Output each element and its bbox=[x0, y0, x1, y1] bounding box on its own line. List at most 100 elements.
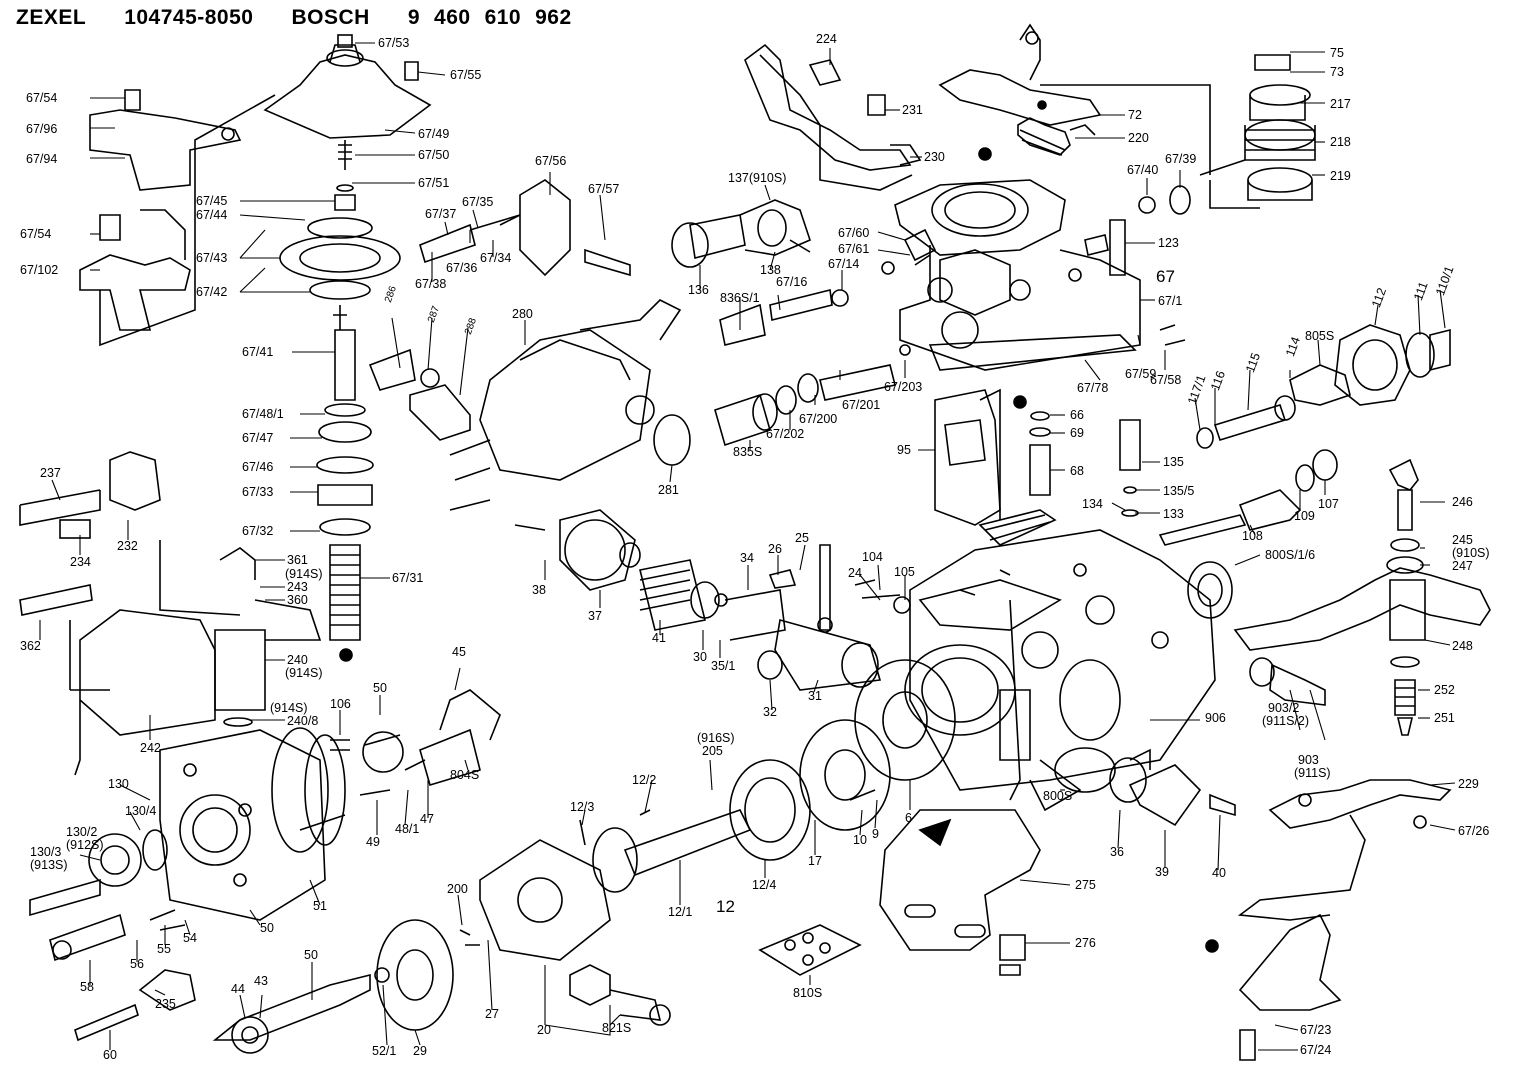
label-50-bottom: 50 bbox=[304, 948, 318, 962]
control-lever-group bbox=[368, 179, 691, 511]
label-914s-c: (914S) bbox=[270, 701, 308, 715]
label-56: 56 bbox=[130, 957, 144, 971]
label-800s: 800S bbox=[1043, 789, 1073, 803]
label-67-51: 67/51 bbox=[418, 176, 450, 190]
label-67-50: 67/50 bbox=[418, 148, 450, 162]
label-12-4: 12/4 bbox=[752, 878, 777, 892]
label-67-31: 67/31 bbox=[392, 571, 424, 585]
label-804s: 804S bbox=[450, 768, 480, 782]
label-12: 12 bbox=[716, 897, 735, 916]
label-805s: 805S bbox=[1305, 329, 1335, 343]
label-60: 60 bbox=[103, 1048, 117, 1062]
label-245: 245 bbox=[1452, 533, 1473, 547]
label-67-34: 67/34 bbox=[480, 251, 512, 265]
label-67-202: 67/202 bbox=[766, 427, 805, 441]
label-31: 31 bbox=[808, 689, 822, 703]
label-45: 45 bbox=[452, 645, 466, 659]
label-10: 10 bbox=[853, 833, 867, 847]
bosch-number-part2: 460 bbox=[434, 6, 471, 29]
label-68: 68 bbox=[1070, 464, 1084, 478]
label-246: 246 bbox=[1452, 495, 1473, 509]
label-67-96: 67/96 bbox=[26, 122, 58, 136]
label-914s-b: (914S) bbox=[285, 666, 323, 680]
pump-body-group bbox=[758, 388, 1491, 1061]
label-38: 38 bbox=[532, 583, 546, 597]
label-133: 133 bbox=[1163, 507, 1184, 521]
label-17: 17 bbox=[808, 854, 822, 868]
label-109: 109 bbox=[1294, 509, 1315, 523]
drive-shaft-group bbox=[212, 509, 956, 1054]
label-137-910s: 137(910S) bbox=[728, 171, 787, 185]
label-67-39: 67/39 bbox=[1165, 152, 1197, 166]
label-240-8: 240/8 bbox=[287, 714, 319, 728]
label-916s: (916S) bbox=[697, 731, 735, 745]
label-138: 138 bbox=[760, 263, 781, 277]
label-40: 40 bbox=[1212, 866, 1226, 880]
label-252: 252 bbox=[1434, 683, 1455, 697]
label-67-35: 67/35 bbox=[462, 195, 494, 209]
label-67-26: 67/26 bbox=[1458, 824, 1490, 838]
pump-head-group bbox=[894, 23, 1316, 371]
label-220: 220 bbox=[1128, 131, 1149, 145]
label-67-54-top: 67/54 bbox=[26, 91, 58, 105]
label-67-37: 67/37 bbox=[425, 207, 457, 221]
leader-lines bbox=[39, 42, 1456, 1051]
label-836s-1: 836S/1 bbox=[720, 291, 760, 305]
label-49: 49 bbox=[366, 835, 380, 849]
label-67-33: 67/33 bbox=[242, 485, 274, 499]
label-104: 104 bbox=[862, 550, 883, 564]
label-25: 25 bbox=[795, 531, 809, 545]
label-50-mid: 50 bbox=[260, 921, 274, 935]
label-218: 218 bbox=[1330, 135, 1351, 149]
label-67-24: 67/24 bbox=[1300, 1043, 1332, 1057]
label-66: 66 bbox=[1070, 408, 1084, 422]
label-281: 281 bbox=[658, 483, 679, 497]
label-58: 58 bbox=[80, 980, 94, 994]
label-39: 39 bbox=[1155, 865, 1169, 879]
label-30: 30 bbox=[693, 650, 707, 664]
label-361: 361 bbox=[287, 553, 308, 567]
label-911s-2: (911S/2) bbox=[1262, 714, 1310, 728]
label-50-top: 50 bbox=[373, 681, 387, 695]
label-67-58: 67/58 bbox=[1150, 373, 1182, 387]
label-6: 6 bbox=[905, 811, 912, 825]
label-130-4: 130/4 bbox=[125, 804, 157, 818]
bosch-number-part3: 610 bbox=[484, 6, 522, 29]
label-67-54-mid: 67/54 bbox=[20, 227, 52, 241]
label-903-2: 903/2 bbox=[1268, 701, 1300, 715]
label-24: 24 bbox=[848, 566, 862, 580]
label-800s-1-6: 800S/1/6 bbox=[1265, 548, 1316, 562]
label-912s: (912S) bbox=[66, 838, 104, 852]
label-67-203: 67/203 bbox=[884, 380, 923, 394]
label-240: 240 bbox=[287, 653, 308, 667]
label-911s: (911S) bbox=[1294, 766, 1331, 780]
label-106: 106 bbox=[330, 697, 351, 711]
label-913s: (913S) bbox=[30, 858, 68, 872]
label-12-2: 12/2 bbox=[632, 773, 657, 787]
label-247: 247 bbox=[1452, 559, 1473, 573]
label-9: 9 bbox=[872, 827, 879, 841]
label-47: 47 bbox=[420, 812, 434, 826]
brand-bosch: BOSCH bbox=[291, 6, 370, 29]
label-55: 55 bbox=[157, 942, 171, 956]
label-29: 29 bbox=[413, 1044, 427, 1058]
label-67-43: 67/43 bbox=[196, 251, 228, 265]
label-362: 362 bbox=[20, 639, 41, 653]
label-67: 67 bbox=[1156, 267, 1175, 286]
label-135: 135 bbox=[1163, 455, 1184, 469]
label-67-38: 67/38 bbox=[415, 277, 447, 291]
label-134: 134 bbox=[1082, 497, 1103, 511]
label-821s: 821S bbox=[602, 1021, 632, 1035]
label-224: 224 bbox=[816, 32, 837, 46]
label-130: 130 bbox=[108, 777, 129, 791]
label-27: 27 bbox=[485, 1007, 499, 1021]
label-67-1: 67/1 bbox=[1158, 294, 1183, 308]
label-360: 360 bbox=[287, 593, 308, 607]
label-48-1: 48/1 bbox=[395, 822, 420, 836]
label-95: 95 bbox=[897, 443, 911, 457]
label-136: 136 bbox=[688, 283, 709, 297]
label-52-1: 52/1 bbox=[372, 1044, 397, 1058]
